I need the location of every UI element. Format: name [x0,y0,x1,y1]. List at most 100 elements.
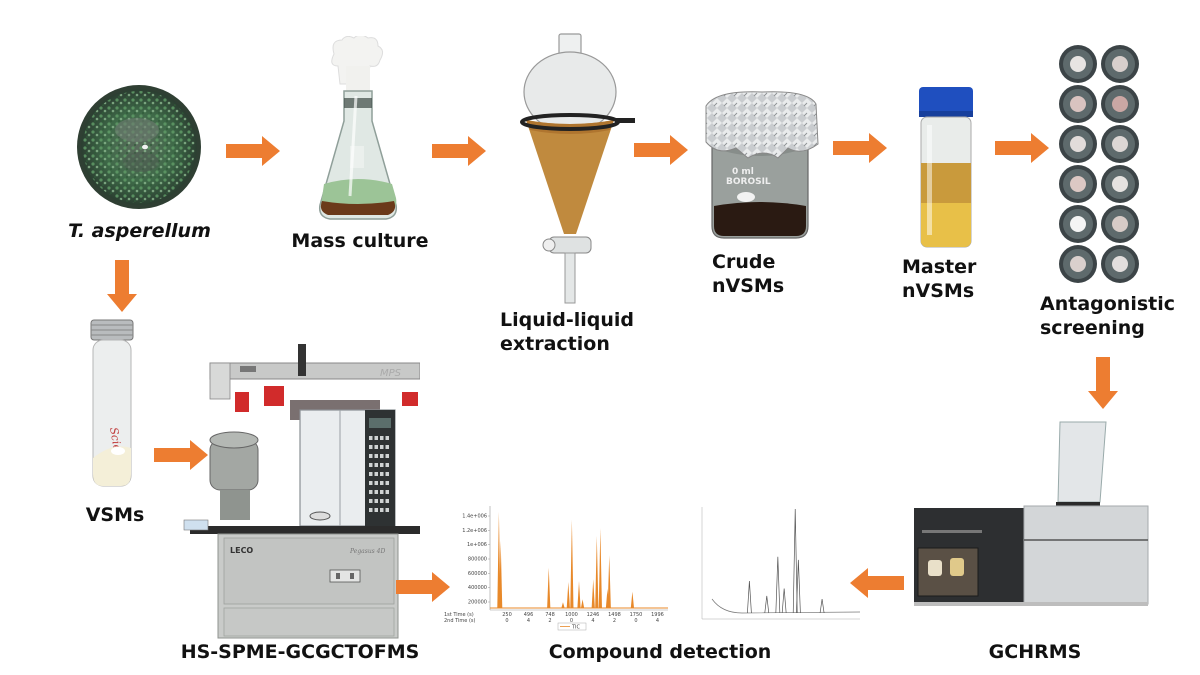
leco-logo-small [309,511,331,521]
arrow-screening-to-gchrms [1088,357,1118,409]
tic-x1-tick-label: 250 [502,612,512,618]
tic-y-tick-label: 800000 [468,557,487,563]
liquid-extraction-line1: Liquid-liquid [500,309,635,331]
tic-peak [591,579,595,608]
arrow-right-icon [634,135,688,165]
tic-x1-tick-label: 1750 [630,612,643,618]
hrms-peak [781,588,787,614]
tic-y-tick-label: 400000 [468,585,487,591]
arrow-down-icon [1088,357,1118,409]
antagonistic-screening-label: Antagonistic screening [1040,292,1180,340]
tic-x2-tick-label: 4 [591,618,594,624]
tic-y-tick-label: 600000 [468,571,487,577]
liquid-extraction-line2: extraction [500,333,610,355]
crude-nvsms-line2: nVSMs [712,275,785,297]
tic-peak [547,567,551,608]
headspace-vial-image: Scientific [88,318,136,488]
autosampler-brand: MPS [380,368,402,379]
hs-spme-label: HS-SPME-GCGCTOFMS [180,641,420,663]
arrow-right-icon [432,136,486,166]
t-asperellum-label: T. asperellum [68,220,211,242]
svg-text:BOROSIL: BOROSIL [726,177,771,187]
arrow-right-icon [833,133,887,163]
arrow-right-icon [226,136,280,166]
tic-y-tick-label: 1e+006 [467,542,487,548]
gcgc-tofms-instrument-image: MPS LECO Pegasus 4D [180,340,420,640]
tic-x1-label: 1st Time (s) [444,612,474,618]
hrms-peak [764,595,770,614]
master-nvsms-line1: Master [902,256,977,278]
hrms-chromatogram [682,503,864,623]
tic-x1-tick-label: 1498 [608,612,621,618]
antagonistic-plates-image [1058,44,1142,284]
arrow-right-icon [995,133,1049,163]
vsms-label: VSMs [85,504,145,526]
arrow-gcgc-to-detection [396,572,450,602]
tic-legend-label: TIC [571,625,581,631]
mass-culture-label: Mass culture [291,230,429,252]
hrms-peak [796,559,801,614]
master-nvsms-line2: nVSMs [902,280,975,302]
hrms-peak [747,581,752,614]
arrow-master-to-screening [995,133,1049,163]
model-name: Pegasus 4D [349,548,385,555]
tic-peak [598,528,602,608]
blue-cap-vial-image [915,85,975,250]
liquid-extraction-label: Liquid-liquid extraction [500,308,650,356]
crude-nvsms-line1: Crude [712,251,776,273]
tic-x1-tick-label: 748 [545,612,555,618]
tic-peak [607,555,611,608]
gchrms-label: GCHRMS [988,641,1082,663]
gchrms-instrument-image [912,418,1152,608]
crude-nvsms-label: Crude nVSMs [712,250,802,298]
tic-peak [595,536,599,608]
hrms-peak [819,599,825,614]
tic-x2-tick-label: 4 [656,618,659,624]
tic-peak [580,599,585,608]
tic-x2-tick-label: 0 [570,618,573,624]
tic-chromatogram: 1.4e+006 1.2e+006 1e+006 800000 600000 400000… [440,502,670,632]
tic-peak [566,582,570,608]
arrow-gchrms-to-detection [850,568,904,598]
antagonistic-line1: Antagonistic [1040,293,1175,315]
arrow-extraction-to-crude [634,135,688,165]
tic-peak [577,581,581,608]
arrow-culture-to-extraction [432,136,486,166]
tic-peak [630,591,634,608]
separatory-funnel-image [515,32,635,304]
arrow-right-icon [396,572,450,602]
petri-dish-image [75,82,203,212]
tic-x1-tick-label: 496 [524,612,534,618]
tic-legend-box [557,622,587,631]
hrms-peak [792,508,798,614]
master-nvsms-label: Master nVSMs [902,255,992,303]
tic-y-tick-label: 1.4e+006 [462,514,487,520]
arrow-asperellum-to-culture [226,136,280,166]
tic-peak [570,519,574,608]
arrow-asperellum-to-vsms [107,260,137,312]
tic-x2-tick-label: 0 [634,618,637,624]
tic-x2-tick-label: 4 [527,618,530,624]
arrow-right-icon [154,440,208,470]
leco-brand: LECO [230,546,253,555]
tic-x1-tick-label: 1246 [587,612,600,618]
foil-beaker-image: 0 ml BOROSIL [702,88,820,240]
hrms-peak [775,556,781,614]
tic-x1-tick-label: 1996 [651,612,664,618]
svg-text:0 ml: 0 ml [732,167,754,177]
erlenmeyer-flask-image [310,36,406,226]
tic-peak [499,540,503,608]
arrow-left-icon [850,568,904,598]
antagonistic-line2: screening [1040,317,1145,339]
arrow-down-icon [107,260,137,312]
tic-y-tick-label: 1.2e+006 [462,528,487,534]
tic-x2-tick-label: 2 [613,618,616,624]
arrow-vsms-to-gcgc [154,440,208,470]
tic-x2-tick-label: 0 [505,618,508,624]
tic-x2-label: 2nd Time (s) [444,618,475,624]
compound-detection-label: Compound detection [548,641,772,663]
tic-x1-tick-label: 1000 [565,612,578,618]
tic-x2-tick-label: 2 [548,618,551,624]
tic-y-tick-label: 200000 [468,600,487,606]
tic-peak [561,602,565,608]
